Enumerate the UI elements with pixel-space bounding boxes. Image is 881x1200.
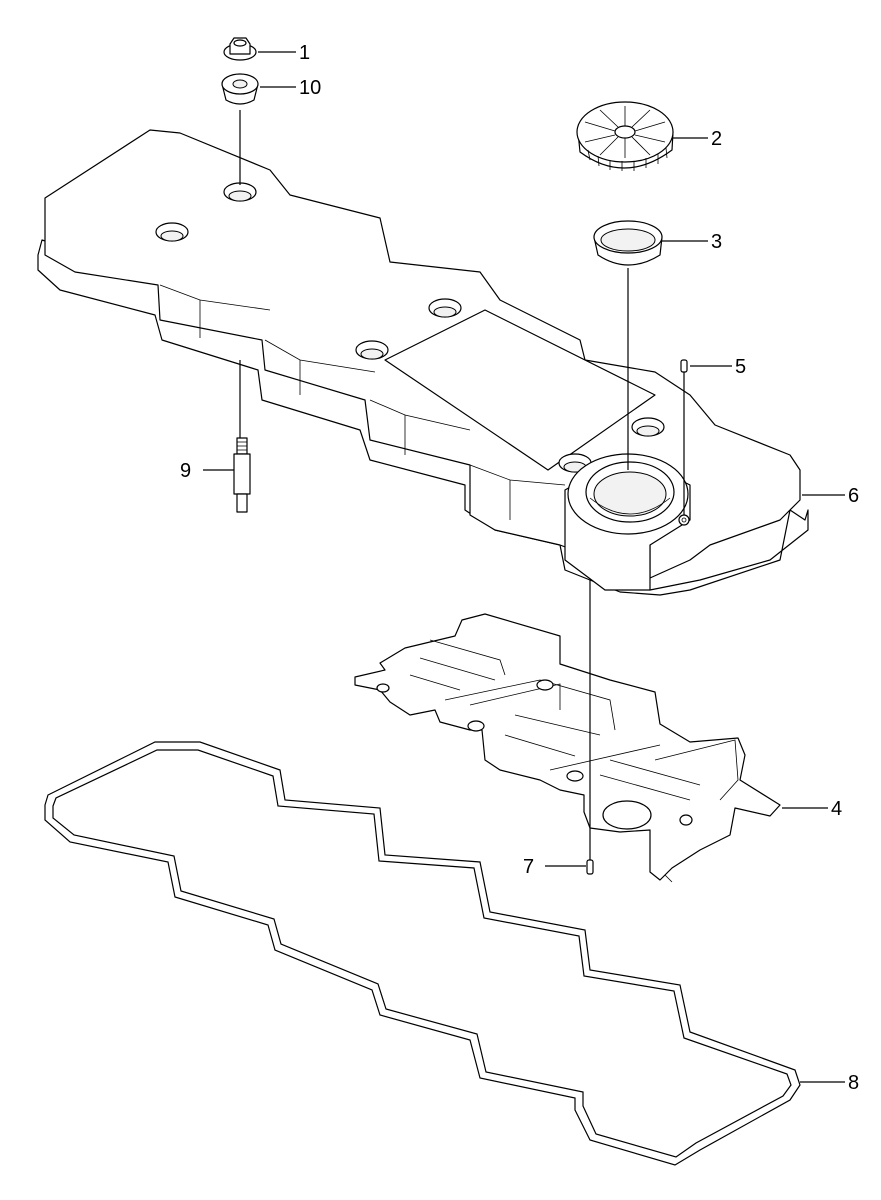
callout-7: 7: [523, 856, 534, 878]
callout-8: 8: [848, 1072, 859, 1094]
part-2-filler-cap[interactable]: [576, 101, 674, 171]
part-10-grommet[interactable]: [221, 73, 259, 105]
part-7-pin[interactable]: [586, 859, 594, 875]
callout-labels: 1 10 2 3 5 6 9 4 7 8: [180, 42, 859, 1094]
callout-10: 10: [299, 77, 321, 99]
callout-5: 5: [735, 356, 746, 378]
part-8-gasket[interactable]: [44, 741, 801, 1166]
callout-3: 3: [711, 231, 722, 253]
callout-4: 4: [831, 798, 842, 820]
part-9-stud[interactable]: [233, 437, 251, 513]
callout-1: 1: [299, 42, 310, 64]
leader-lines: [203, 51, 845, 1083]
assembly-lines: [239, 110, 685, 860]
part-4-baffle-plate[interactable]: [354, 613, 781, 883]
callout-6: 6: [848, 485, 859, 507]
part-6-valve-cover[interactable]: [37, 129, 809, 596]
part-1-nut[interactable]: [223, 37, 257, 61]
callout-9: 9: [180, 460, 191, 482]
part-3-seal-ring[interactable]: [593, 220, 663, 266]
part-5-pin[interactable]: [680, 359, 688, 373]
callout-2: 2: [711, 128, 722, 150]
